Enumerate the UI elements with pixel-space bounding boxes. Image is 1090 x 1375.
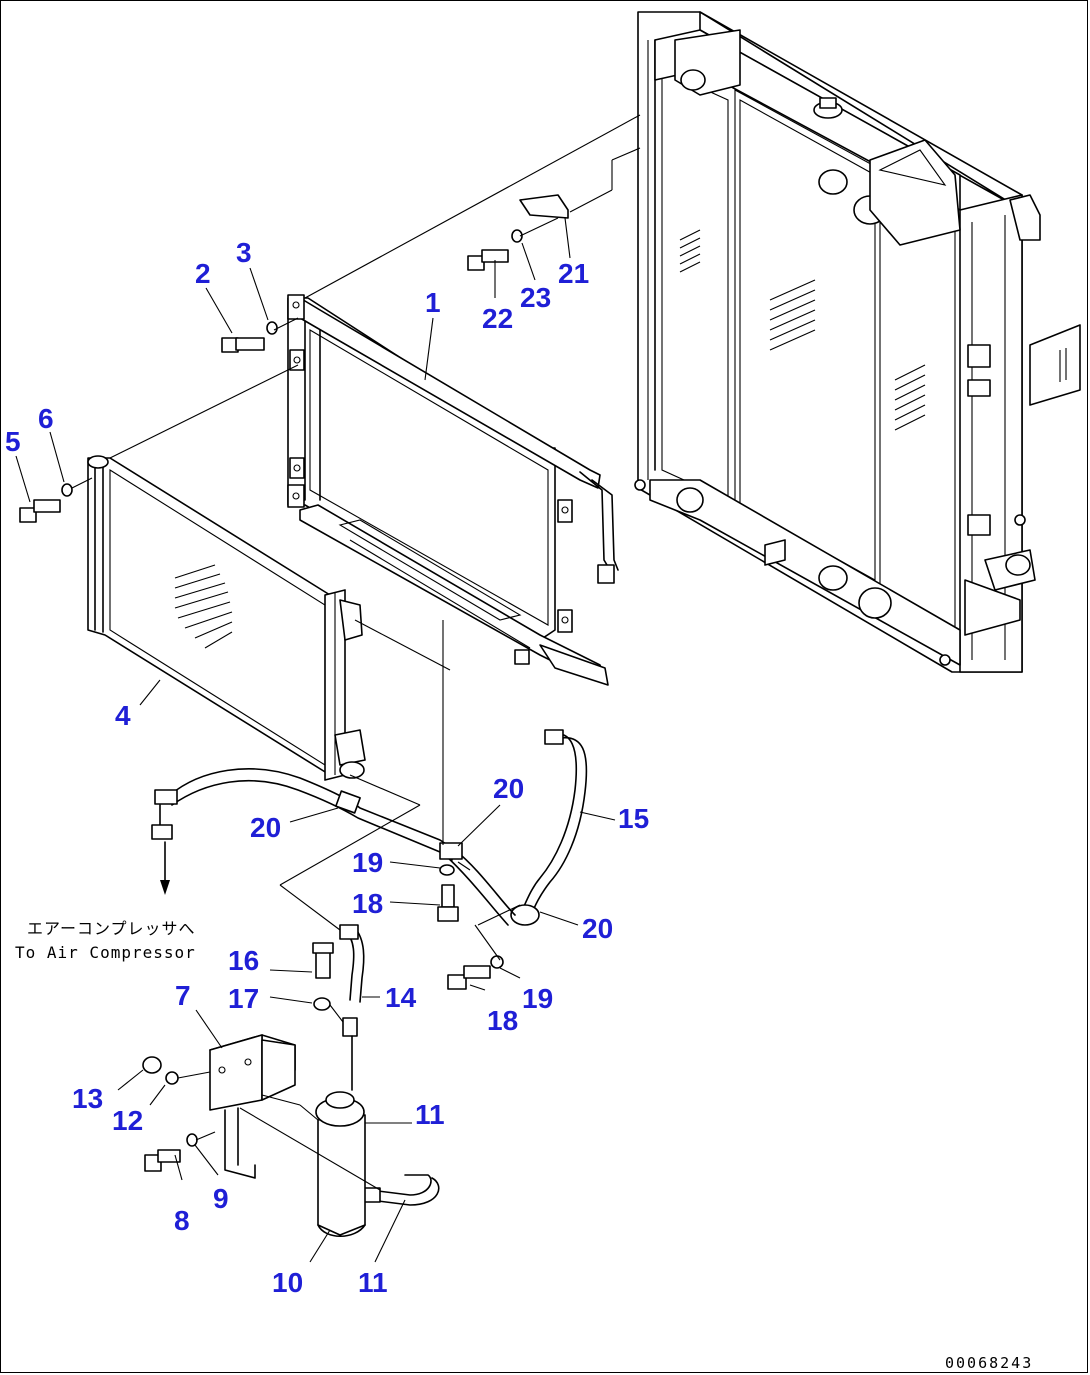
part-number-17: 17 bbox=[228, 983, 259, 1014]
condenser-4 bbox=[87, 455, 366, 781]
part-number-12: 12 bbox=[112, 1105, 143, 1136]
part-number-18-upper: 18 bbox=[352, 888, 383, 919]
part-number-11-upper: 11 bbox=[415, 1099, 445, 1130]
note-english: To Air Compressor bbox=[15, 943, 196, 962]
part-number-7: 7 bbox=[175, 980, 191, 1011]
part-number-20-right: 20 bbox=[582, 913, 613, 944]
receiver-drier-10 bbox=[315, 1091, 366, 1237]
part-number-8: 8 bbox=[174, 1205, 190, 1236]
note-japanese: エアーコンプレッサへ bbox=[27, 919, 196, 938]
part-number-6: 6 bbox=[38, 403, 54, 434]
part-number-4: 4 bbox=[115, 700, 131, 731]
part-number-23: 23 bbox=[520, 282, 551, 313]
part-number-15: 15 bbox=[618, 803, 649, 834]
part-number-20-left: 20 bbox=[250, 812, 281, 843]
part-number-2: 2 bbox=[195, 258, 211, 289]
assembly-lines bbox=[71, 114, 641, 1191]
part-numbers: 1 2 3 4 5 6 7 8 9 10 11 11 12 13 14 15 1… bbox=[5, 237, 649, 1298]
drawing-code: 00068243 bbox=[945, 1354, 1033, 1372]
part-number-16: 16 bbox=[228, 945, 259, 976]
part-number-20-center: 20 bbox=[493, 773, 524, 804]
arrow-to-compressor bbox=[160, 841, 170, 895]
part-number-22: 22 bbox=[482, 303, 513, 334]
part-number-1: 1 bbox=[425, 287, 441, 318]
part-number-9: 9 bbox=[213, 1183, 229, 1214]
bracket-frame-1 bbox=[287, 294, 619, 686]
part-number-14: 14 bbox=[385, 982, 417, 1013]
part-number-3: 3 bbox=[236, 237, 252, 268]
part-number-21: 21 bbox=[558, 258, 589, 289]
fasteners bbox=[19, 194, 569, 1172]
part-number-5: 5 bbox=[5, 426, 21, 457]
leader-lines bbox=[15, 217, 616, 1263]
part-number-19-lower: 19 bbox=[522, 983, 553, 1014]
part-number-13: 13 bbox=[72, 1083, 103, 1114]
part-number-18-lower: 18 bbox=[487, 1005, 518, 1036]
radiator-assembly bbox=[634, 11, 1081, 673]
part-number-10: 10 bbox=[272, 1267, 303, 1298]
part-number-11-lower: 11 bbox=[358, 1267, 388, 1298]
bracket-7 bbox=[209, 1034, 296, 1179]
part-number-19-upper: 19 bbox=[352, 847, 383, 878]
